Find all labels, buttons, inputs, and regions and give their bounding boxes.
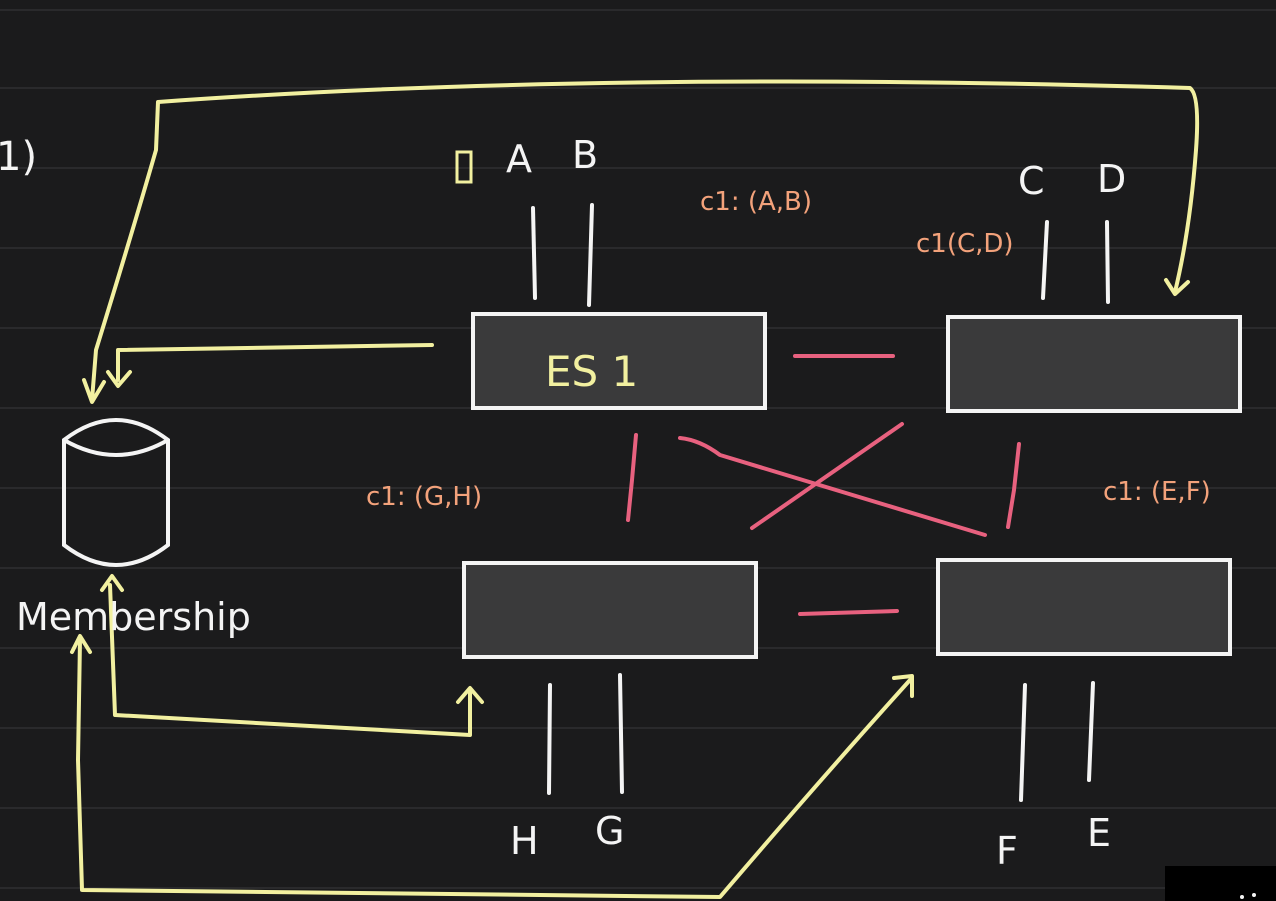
arrow-es1-to-membership xyxy=(116,343,434,382)
client-label: G xyxy=(595,809,624,853)
notebook-rule-lines xyxy=(0,9,1276,889)
membership-label: Membership xyxy=(16,595,251,639)
corner-overlay xyxy=(1165,866,1276,901)
annotation-top-right: c1(C,D) xyxy=(916,229,1014,259)
server-bottom-left xyxy=(462,561,758,659)
link-cross-up xyxy=(750,422,904,530)
annotation-top-left: c1: (A,B) xyxy=(700,187,812,217)
marker-note-icon xyxy=(455,150,473,184)
server-top-left: ES 1 xyxy=(471,312,767,410)
arrow-membership-to-bottom-left-server xyxy=(108,583,472,737)
link-right-vertical xyxy=(1006,442,1021,529)
membership-database-icon xyxy=(62,418,170,567)
client-label: B xyxy=(572,133,598,177)
client-label: C xyxy=(1018,159,1045,203)
client-label: E xyxy=(1087,811,1111,855)
arrowhead-membership-bottom xyxy=(100,574,124,592)
annotation-bottom-right: c1: (E,F) xyxy=(1103,477,1211,507)
client-label: H xyxy=(510,819,539,863)
arrowhead-bottom-left-server xyxy=(456,686,484,704)
section-marker: 1) xyxy=(0,134,37,180)
server-bottom-right xyxy=(936,558,1232,656)
link-left-vertical xyxy=(626,433,638,522)
membership-arrows xyxy=(70,79,1200,899)
arrowhead-membership-left xyxy=(70,634,92,654)
client-label: A xyxy=(506,137,532,181)
arrowhead-bottom-right-server xyxy=(892,674,914,698)
annotation-bottom-left: c1: (G,H) xyxy=(366,482,482,512)
client-label: F xyxy=(996,829,1018,873)
server-top-left-label: ES 1 xyxy=(545,347,638,396)
arrowhead-membership-top xyxy=(82,378,106,404)
server-interconnects xyxy=(626,354,1021,616)
link-cross-down xyxy=(678,436,987,537)
arrowhead-es1-membership xyxy=(106,370,132,388)
arrow-membership-to-top-right-server xyxy=(90,79,1200,402)
arrowhead-top-right-server xyxy=(1164,278,1190,296)
arrow-membership-to-bottom-right-server xyxy=(76,638,912,899)
server-top-right xyxy=(946,315,1242,413)
link-bottom xyxy=(798,609,899,616)
client-label: D xyxy=(1097,157,1126,201)
client-connection-lines xyxy=(531,203,1110,802)
